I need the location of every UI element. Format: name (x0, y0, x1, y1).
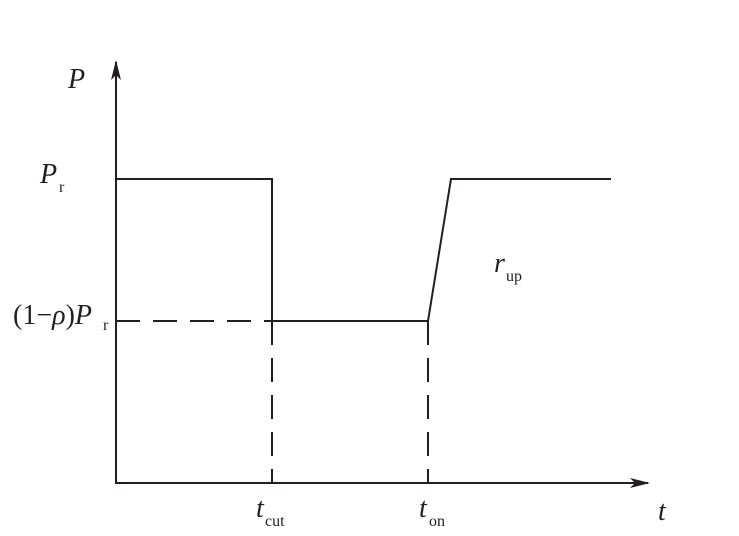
t-cut-subscript: cut (265, 513, 285, 530)
y-axis-label: P (67, 64, 85, 95)
reduced-power-expression: (1−ρ)P (13, 300, 92, 331)
t-on-label: t on (419, 493, 445, 530)
reduced-power-close: ) (66, 300, 75, 331)
power-profile-line (116, 178, 611, 322)
t-cut-label: t cut (256, 493, 285, 530)
reduced-power-rho: ρ (51, 300, 65, 331)
ramp-rate-subscript: up (506, 268, 522, 285)
reduced-power-prefix: (1− (13, 300, 52, 331)
rated-power-subscript: r (59, 179, 65, 196)
reduced-power-subscript: r (103, 317, 109, 334)
t-on-symbol: t (419, 493, 428, 524)
ramp-rate-symbol: r (494, 248, 505, 279)
t-cut-symbol: t (256, 493, 265, 524)
rated-power-symbol: P (39, 159, 57, 190)
reduced-power-label: (1−ρ)P r (13, 300, 109, 334)
rated-power-label: P r (39, 159, 65, 196)
reduced-power-p: P (74, 300, 92, 331)
ramp-rate-label: r up (494, 248, 522, 285)
x-axis-label: t (658, 496, 667, 527)
t-on-subscript: on (429, 513, 445, 530)
